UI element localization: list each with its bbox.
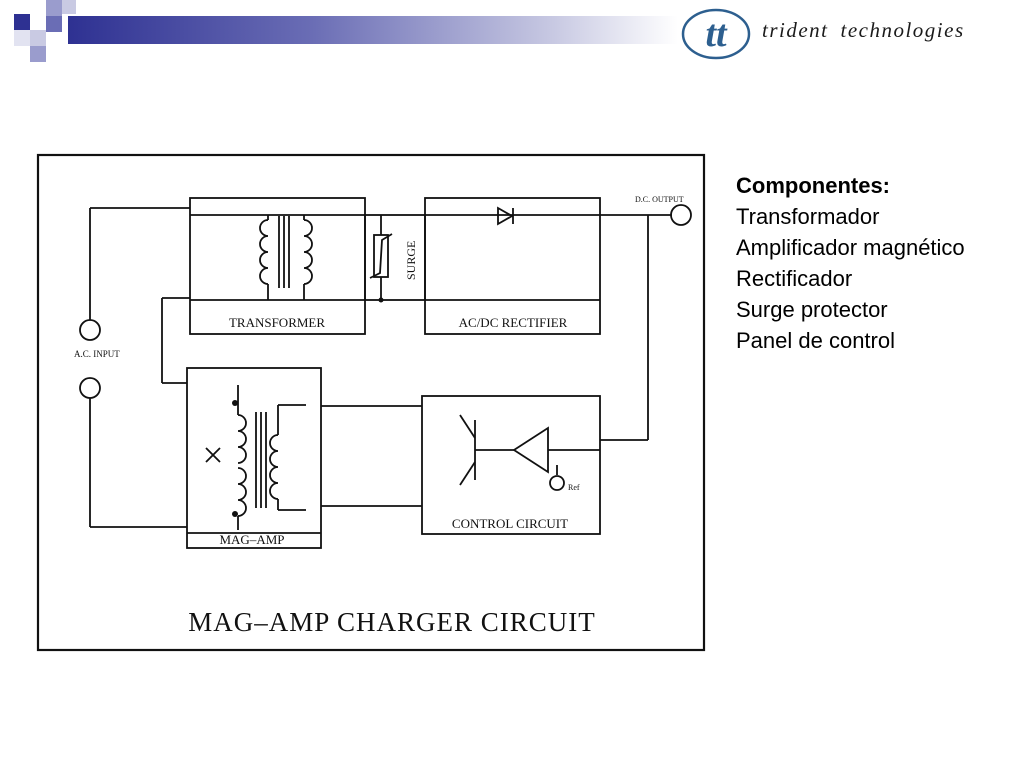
deco-square [46, 0, 62, 16]
ac-input-label: A.C. INPUT [74, 349, 120, 359]
component-item: Panel de control [736, 328, 895, 353]
deco-square [30, 46, 46, 62]
ref-terminal [549, 475, 565, 491]
component-item: Surge protector [736, 297, 888, 322]
ref-label: Ref [568, 483, 580, 492]
component-item: Amplificador magnético [736, 235, 965, 260]
header-gradient-band [68, 16, 678, 44]
rectifier-diode [497, 206, 514, 226]
control-circuit-block [421, 395, 601, 535]
components-title: Componentes: [736, 173, 890, 198]
mag-amp-block [186, 367, 322, 549]
logo-monogram: tt [705, 13, 728, 55]
deco-square [62, 0, 76, 14]
dc-output-terminal [670, 204, 692, 226]
diagram-title: MAG–AMP CHARGER CIRCUIT [188, 607, 596, 637]
transformer-primary-coil [259, 219, 269, 285]
mag-amp-coil-upper [237, 414, 247, 464]
logo-ellipse [681, 8, 751, 60]
diagram-frame [36, 153, 706, 652]
logo-word-technologies: technologies [840, 18, 965, 42]
deco-square [46, 16, 62, 32]
logo-word-trident: trident [762, 18, 829, 42]
trident-logo: tt [681, 8, 751, 60]
logo-wordmark: trident technologies [762, 18, 965, 43]
component-item: Rectificador [736, 266, 853, 291]
mag-amp-label: MAG–AMP [219, 532, 284, 547]
deco-square [14, 30, 30, 46]
control-circuit-label: CONTROL CIRCUIT [452, 516, 568, 531]
ac-input-terminal-bottom [79, 377, 101, 399]
decorative-squares [0, 0, 80, 64]
surge-label: SURGE [404, 241, 418, 280]
mag-amp-charger-diagram: TRANSFORMER AC/DC RECTIFIER SURGE MAG–AM… [36, 153, 706, 652]
mag-amp-coil-secondary [269, 434, 279, 500]
dc-output-label: D.C. OUTPUT [635, 195, 684, 204]
deco-square [14, 14, 30, 30]
transformer-block [189, 197, 366, 335]
rectifier-block [424, 197, 601, 335]
control-amplifier [512, 426, 549, 474]
transformer-secondary-coil [303, 219, 313, 285]
rectifier-label: AC/DC RECTIFIER [459, 315, 568, 330]
components-list: Componentes: Transformador Amplificador … [736, 170, 965, 356]
mag-amp-coil-lower [237, 467, 247, 517]
component-item: Transformador [736, 204, 880, 229]
ac-input-terminal-top [79, 319, 101, 341]
transformer-label: TRANSFORMER [229, 315, 325, 330]
deco-square [30, 30, 46, 46]
